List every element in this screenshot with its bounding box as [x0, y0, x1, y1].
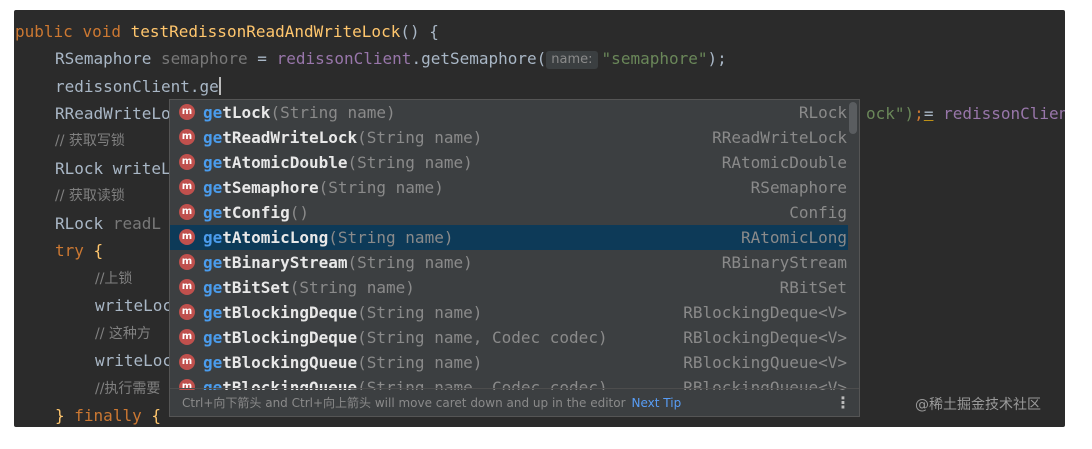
text-caret	[218, 77, 221, 95]
code-line-finally[interactable]: } finally {	[55, 406, 161, 425]
method-icon: m	[179, 304, 195, 320]
code-comment-write-lock: // 获取写锁	[55, 133, 125, 149]
code-comment-read-lock: // 获取读锁	[55, 188, 125, 204]
code-line-readwritelock[interactable]: RReadWriteLo	[55, 104, 171, 123]
method-icon: m	[179, 354, 195, 370]
method-icon: m	[179, 154, 195, 170]
parameter-hint: name:	[546, 51, 598, 69]
method-icon: m	[179, 204, 195, 220]
completion-footer: Ctrl+向下箭头 and Ctrl+向上箭头 will move caret …	[170, 388, 859, 416]
code-comment-execute: //执行需要	[95, 381, 161, 397]
code-line-write-lock[interactable]: RLock writeL	[55, 159, 171, 178]
code-comment-this-way: // 这种方	[95, 326, 151, 342]
code-line-writelock-2[interactable]: writeLoc	[95, 351, 173, 370]
method-icon: m	[179, 229, 195, 245]
code-line-writelock-1[interactable]: writeLoc	[95, 296, 173, 315]
code-line-try[interactable]: try {	[55, 241, 104, 260]
method-icon: m	[179, 129, 195, 145]
method-icon: m	[179, 104, 195, 120]
code-line-read-lock[interactable]: RLock readL	[55, 214, 161, 233]
code-line-current-input[interactable]: redissonClient.ge	[55, 77, 221, 96]
method-icon: m	[179, 329, 195, 345]
code-line-semaphore[interactable]: RSemaphore semaphore = redissonClient.ge…	[55, 49, 727, 69]
code-comment-lock: //上锁	[95, 271, 133, 287]
code-line-method-signature[interactable]: public void testRedissonReadAndWriteLock…	[15, 22, 439, 41]
tip-text: Ctrl+向下箭头 and Ctrl+向上箭头 will move caret …	[182, 396, 626, 410]
more-options-icon[interactable]: ⋮	[835, 393, 851, 412]
method-icon: m	[179, 379, 195, 390]
code-line-readwritelock-tail: ock");= redissonClien	[866, 104, 1065, 123]
method-icon: m	[179, 254, 195, 270]
next-tip-link[interactable]: Next Tip	[631, 396, 682, 410]
completion-scrollbar[interactable]	[849, 102, 857, 134]
method-icon: m	[179, 279, 195, 295]
method-icon: m	[179, 179, 195, 195]
watermark: @稀土掘金技术社区	[915, 397, 1041, 413]
